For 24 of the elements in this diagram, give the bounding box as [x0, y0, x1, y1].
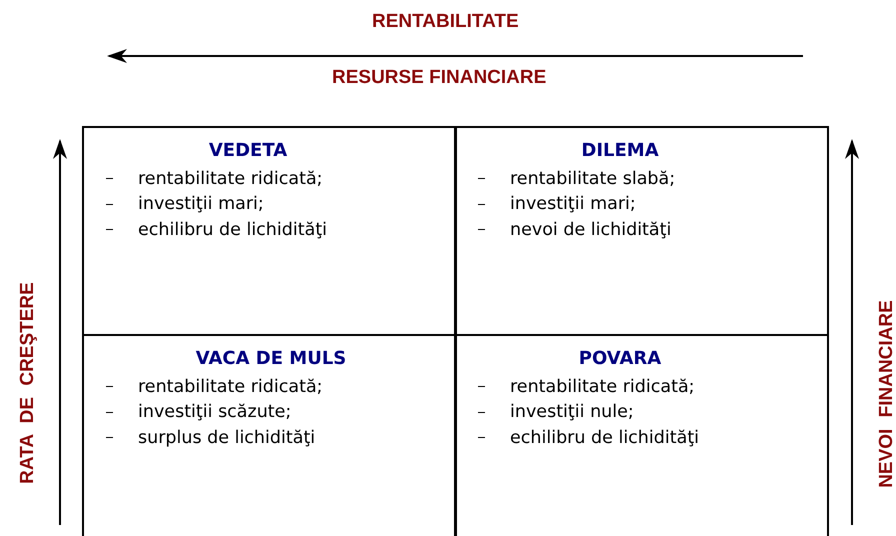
list-item: echilibru de lichidităţi [510, 428, 700, 448]
list-item: surplus de lichidităţi [138, 428, 316, 448]
quadrant-box [82, 126, 457, 336]
list-item: rentabilitate slabă; [510, 168, 676, 189]
list-item: rentabilitate ridicată; [510, 376, 695, 397]
list-item: investiţii mari; [510, 194, 636, 214]
quadrant-box [454, 334, 829, 536]
list-item: investiţii scăzute; [138, 402, 292, 422]
list-item: investiţii nule; [510, 402, 634, 422]
axis-label: RENTABILITATE [372, 11, 519, 33]
list-item: echilibru de lichidităţi [138, 220, 328, 240]
axis-label: RATA DE CREŞTERE [16, 282, 39, 484]
quadrant-box [82, 334, 457, 536]
list-item: rentabilitate ridicată; [138, 168, 323, 189]
quadrant-title: DILEMA [581, 140, 659, 161]
axis-label: NEVOI FINANCIARE [876, 300, 896, 488]
list-item: nevoi de lichidităţi [510, 220, 672, 240]
quadrant-title: VEDETA [208, 140, 288, 161]
list-item: rentabilitate ridicată; [138, 376, 323, 397]
list-item: investiţii mari; [138, 194, 264, 214]
quadrant-title: POVARA [578, 348, 662, 369]
axis-label: RESURSE FINANCIARE [332, 67, 546, 89]
quadrant-title: VACA DE MULS [196, 348, 346, 369]
quadrant-box [454, 126, 829, 336]
